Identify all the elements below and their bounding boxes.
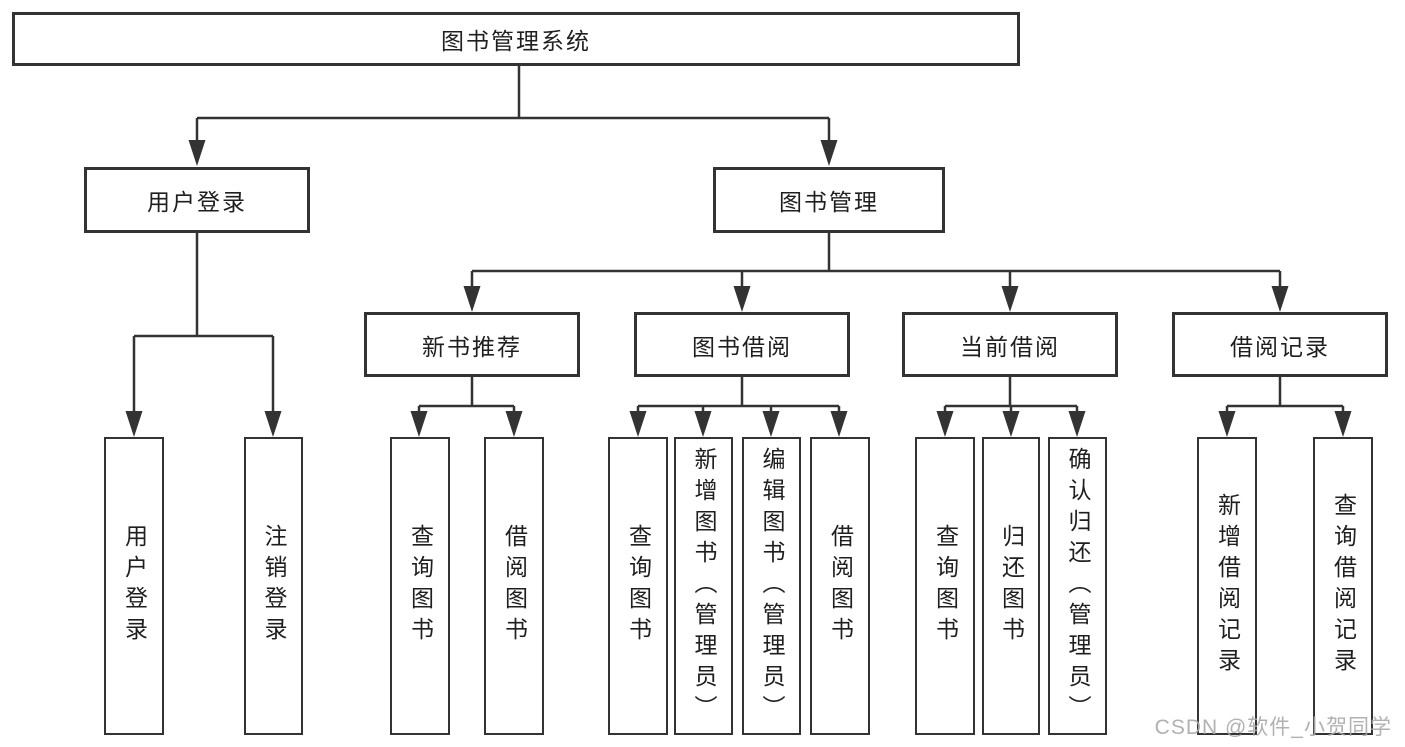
arrow-down-icon	[1334, 411, 1352, 437]
leaf-label: 查询图书	[407, 524, 434, 648]
connector-root-to-level2	[195, 64, 831, 146]
node-root-system: 图书管理系统	[12, 12, 1020, 66]
arrow-down-icon	[505, 411, 523, 437]
node-label: 用户登录	[147, 189, 247, 215]
node-user-login: 用户登录	[84, 167, 310, 233]
arrow-down-icon	[1068, 411, 1086, 437]
leaf-label: 查询图书	[932, 524, 959, 648]
connector-user-login-group	[132, 233, 275, 417]
leaf-add-borrowing-record: 新增借阅记录	[1197, 437, 1257, 735]
leaf-query-books-recommendation: 查询图书	[390, 437, 450, 735]
arrow-down-icon	[762, 411, 780, 437]
node-book-borrowing: 图书借阅	[634, 312, 850, 377]
leaf-return-books: 归还图书	[982, 437, 1040, 735]
arrow-down-icon	[694, 411, 712, 437]
connector-recommendation-group	[417, 377, 516, 417]
node-label: 借阅记录	[1230, 333, 1330, 360]
node-new-book-recommendation: 新书推荐	[364, 312, 580, 377]
leaf-user-login: 用户登录	[104, 437, 164, 735]
leaf-borrow-books-recommendation: 借阅图书	[484, 437, 544, 735]
leaf-label: 用户登录	[121, 524, 148, 648]
leaf-label: 归还图书	[998, 524, 1025, 648]
node-label: 图书管理系统	[441, 28, 591, 54]
node-borrowing-records: 借阅记录	[1172, 312, 1388, 377]
arrow-down-icon	[629, 411, 647, 437]
csdn-watermark: CSDN @软件_小贺同学	[1154, 716, 1392, 739]
arrow-down-icon	[264, 411, 282, 437]
leaf-edit-book-admin: 编辑图书（管理员）	[742, 437, 801, 735]
arrowheads-recommendation-group	[410, 411, 523, 437]
node-book-management: 图书管理	[713, 167, 945, 233]
node-label: 图书借阅	[692, 333, 792, 360]
leaf-label: 借阅图书	[827, 524, 854, 648]
arrow-down-icon	[820, 140, 838, 166]
leaf-query-books-borrowing: 查询图书	[608, 437, 668, 735]
connector-book-management-to-level3	[470, 232, 1282, 292]
leaf-label: 查询借阅记录	[1330, 493, 1357, 679]
arrow-down-icon	[733, 286, 751, 312]
arrow-down-icon	[1271, 286, 1289, 312]
connector-records-group	[1225, 377, 1345, 417]
arrow-down-icon	[463, 286, 481, 312]
node-label: 图书管理	[779, 189, 879, 215]
leaf-confirm-return-admin: 确认归还（管理员）	[1048, 437, 1107, 735]
arrowheads-current-group	[936, 411, 1086, 437]
leaf-label: 编辑图书（管理员）	[759, 446, 785, 726]
leaf-label: 新增借阅记录	[1214, 493, 1241, 679]
leaf-label: 查询图书	[625, 524, 652, 648]
arrow-down-icon	[1218, 411, 1236, 437]
leaf-borrow-books-borrowing: 借阅图书	[810, 437, 870, 735]
node-label: 当前借阅	[960, 333, 1060, 360]
leaf-label: 注销登录	[261, 524, 287, 648]
node-current-borrowing: 当前借阅	[902, 312, 1118, 377]
leaf-query-borrowing-record: 查询借阅记录	[1313, 437, 1373, 735]
arrowheads-level3	[463, 286, 1289, 312]
leaf-logout: 注销登录	[244, 437, 303, 735]
arrowheads-user-login-group	[125, 411, 282, 437]
leaf-label: 借阅图书	[501, 524, 528, 648]
arrowheads-borrowing-group	[629, 411, 848, 437]
arrowheads-level2	[188, 140, 838, 166]
arrow-down-icon	[830, 411, 848, 437]
arrow-down-icon	[188, 140, 206, 166]
node-label: 新书推荐	[422, 333, 522, 360]
arrow-down-icon	[936, 411, 954, 437]
leaf-add-book-admin: 新增图书（管理员）	[674, 437, 733, 735]
connector-borrowing-group	[636, 377, 841, 417]
leaf-label: 确认归还（管理员）	[1065, 446, 1091, 726]
arrow-down-icon	[410, 411, 428, 437]
arrow-down-icon	[1002, 411, 1020, 437]
leaf-label: 新增图书（管理员）	[691, 446, 717, 726]
arrow-down-icon	[125, 411, 143, 437]
leaf-query-books-current: 查询图书	[915, 437, 975, 735]
arrow-down-icon	[1001, 286, 1019, 312]
arrowheads-records-group	[1218, 411, 1352, 437]
